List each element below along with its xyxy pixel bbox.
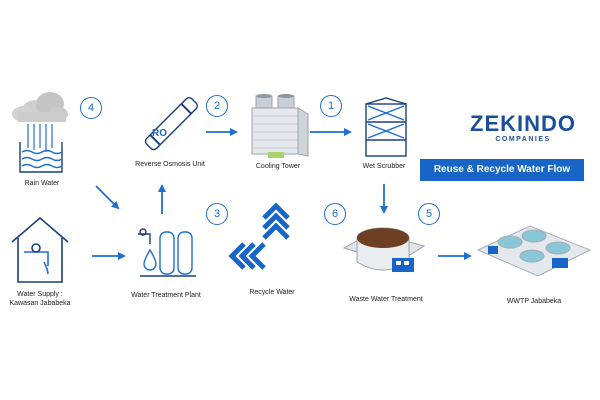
label-reverse-osmosis: Reverse Osmosis Unit xyxy=(135,161,205,168)
brand-subtitle: COMPANIES xyxy=(495,136,551,143)
recycle-chevrons-icon xyxy=(228,202,290,270)
label-water-supply-line1: Water Supply : xyxy=(17,291,63,298)
title-banner: Reuse & Recycle Water Flow xyxy=(420,159,584,181)
step-2-badge: 2 xyxy=(206,95,228,117)
water-supply-house-icon xyxy=(11,216,69,283)
waste-water-tank-icon xyxy=(342,227,426,272)
cooling-tower-icon xyxy=(251,94,309,158)
water-treatment-plant-icon xyxy=(138,228,196,277)
step-6-badge: 6 xyxy=(324,203,346,225)
step-3-badge: 3 xyxy=(206,203,228,225)
zekindo-logo: ZEKINDO COMPANIES xyxy=(468,111,578,144)
reverse-osmosis-icon xyxy=(144,96,199,151)
label-water-supply: Water Supply : Kawasan Jababeka xyxy=(8,290,72,308)
label-recycle-water: Recycle Water xyxy=(249,289,295,296)
label-rain-water: Rain Water xyxy=(24,180,60,187)
step-1-badge: 1 xyxy=(320,95,342,117)
arrow-rain-to-plant xyxy=(95,185,120,210)
ro-badge: RO xyxy=(152,128,167,139)
label-water-supply-line2: Kawasan Jababeka xyxy=(9,300,71,307)
label-water-treatment-plant: Water Treatment Plant xyxy=(131,292,201,299)
label-wet-scrubber: Wet Scrubber xyxy=(362,163,406,170)
rain-cloud-icon xyxy=(12,92,68,122)
rain-drops-icon xyxy=(27,124,53,152)
brand-name: ZEKINDO xyxy=(470,111,576,136)
label-cooling-tower: Cooling Tower xyxy=(255,163,301,170)
wwtp-plant-icon xyxy=(476,225,592,277)
step-4-badge: 4 xyxy=(80,97,102,119)
label-wwtp: WWTP Jababeka xyxy=(506,298,562,305)
water-tank-icon xyxy=(19,142,63,173)
flow-arrows xyxy=(92,128,472,260)
label-waste-water-treatment: Waste Water Treatment xyxy=(349,296,423,303)
wet-scrubber-icon xyxy=(365,97,407,157)
step-5-badge: 5 xyxy=(418,203,440,225)
